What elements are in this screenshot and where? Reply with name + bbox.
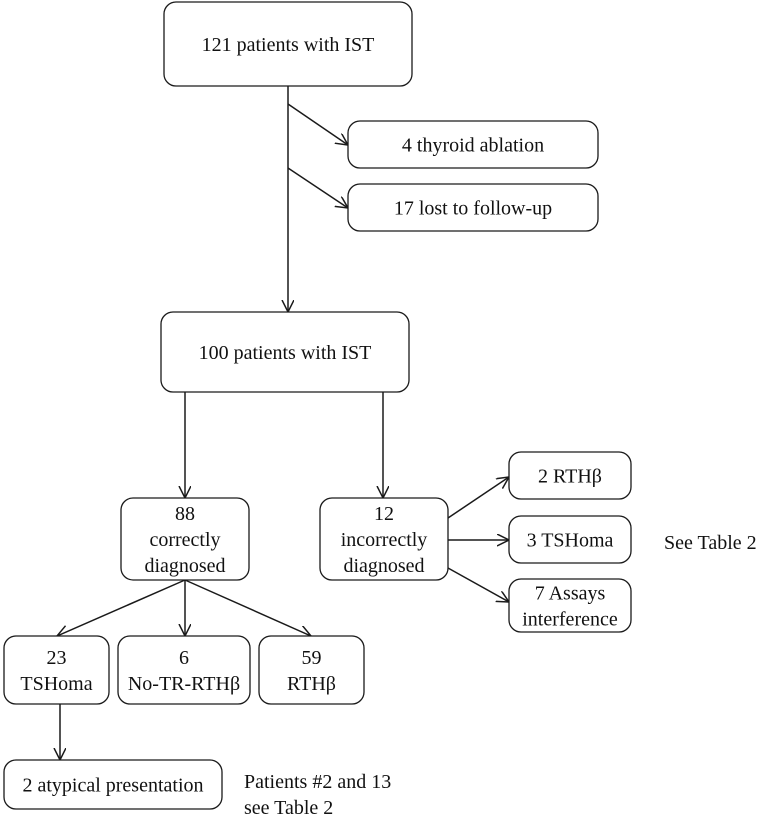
node-incorrect-label-line-2: incorrectly	[341, 529, 428, 551]
node-layer: 121 patients with IST 4 thyroid ablation 1…	[3, 1, 632, 810]
node-incorrect-label-line-3: diagnosed	[343, 555, 424, 577]
node-incorrect: 12 incorrectly diagnosed	[319, 497, 449, 581]
arrow-start-to-ablation	[287, 103, 348, 145]
node-ablation-label-line-1: 4 thyroid ablation	[402, 135, 544, 157]
node-inc-rth-label-line-1: 2 RTHβ	[538, 466, 602, 488]
note-see-table: See Table 2	[664, 532, 757, 554]
node-inc-assay-label-line-1: 7 Assays	[535, 583, 606, 605]
node-incorrect-box	[319, 497, 449, 581]
node-inc-rth-box	[508, 451, 632, 500]
node-lost: 17 lost to follow-up	[347, 183, 599, 232]
node-inc-tshoma-box	[508, 515, 632, 564]
node-inc-tshoma-label-line-1: 3 TSHoma	[527, 530, 614, 552]
arrow-incorrect-to-inc-assay	[447, 567, 509, 602]
node-no-tr: 6No-TR-RTHβ	[117, 635, 251, 705]
node-rth-label-line-1: 59	[302, 647, 322, 669]
note-patients: Patients #2 and 13 see Table 2	[244, 771, 391, 819]
node-inc-assay-label-line-2: interference	[522, 609, 618, 631]
connector-layer	[57, 86, 509, 760]
node-atypical-box	[3, 759, 223, 810]
node-remaining-label-line-1: 100 patients with IST	[199, 342, 372, 364]
note-see-table-line-1: See Table 2	[664, 532, 757, 554]
node-remaining-box	[160, 311, 410, 393]
arrow-correct-to-rth	[184, 579, 311, 636]
node-correct-label-line-1: 88	[175, 503, 195, 525]
node-start-label-line-1: 121 patients with IST	[202, 34, 375, 56]
node-lost-label-line-1: 17 lost to follow-up	[394, 198, 552, 220]
node-correct-label-line-3: diagnosed	[144, 555, 225, 577]
node-atypical-label-line-1: 2 atypical presentation	[22, 775, 203, 797]
node-atypical: 2 atypical presentation	[3, 759, 223, 810]
node-remaining: 100 patients with IST	[160, 311, 410, 393]
node-tshoma-box	[3, 635, 110, 705]
node-inc-tshoma: 3 TSHoma	[508, 515, 632, 564]
node-rth-label-line-2: RTHβ	[287, 673, 336, 695]
node-start: 121 patients with IST	[163, 1, 413, 87]
node-no-tr-box	[117, 635, 251, 705]
note-patients-line-1: Patients #2 and 13	[244, 771, 391, 793]
arrow-incorrect-to-inc-rth	[447, 477, 509, 519]
node-correct-box	[120, 497, 250, 581]
note-patients-line-2: see Table 2	[244, 797, 333, 819]
arrow-correct-to-tshoma	[57, 579, 186, 636]
node-ablation-box	[347, 120, 599, 169]
node-correct: 88 correctly diagnosed	[120, 497, 250, 581]
node-correct-label-line-2: correctly	[149, 529, 220, 551]
node-lost-box	[347, 183, 599, 232]
node-incorrect-label-line-1: 12	[374, 503, 394, 525]
note-layer: See Table 2 Patients #2 and 13 see Table 2	[244, 532, 757, 819]
node-ablation: 4 thyroid ablation	[347, 120, 599, 169]
node-no-tr-label-line-1: 6	[179, 647, 189, 669]
node-tshoma-label-line-2: TSHoma	[20, 673, 92, 695]
node-start-box	[163, 1, 413, 87]
node-tshoma-label-line-1: 23	[47, 647, 67, 669]
node-inc-assay: 7 Assays interference	[508, 578, 632, 633]
node-no-tr-label-line-2: No-TR-RTHβ	[128, 673, 240, 695]
node-inc-rth: 2 RTHβ	[508, 451, 632, 500]
arrow-start-to-lost	[287, 167, 348, 208]
node-rth-box	[258, 635, 365, 705]
node-inc-assay-box	[508, 578, 632, 633]
